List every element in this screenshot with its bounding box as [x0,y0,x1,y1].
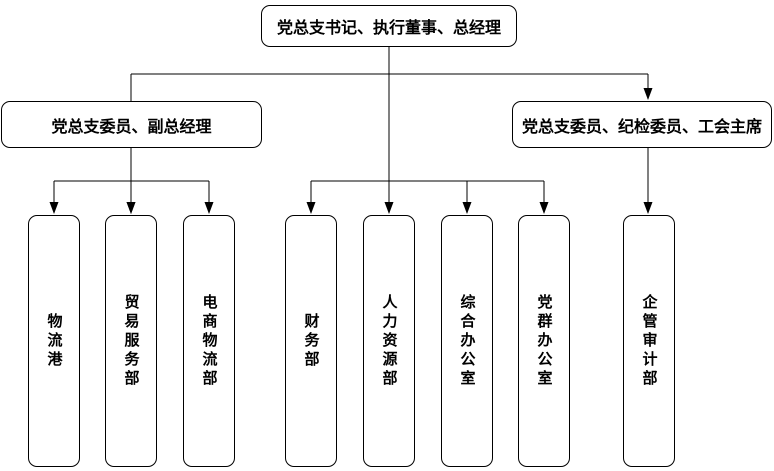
node-dept-trade-service: 贸易服务部 [105,215,157,467]
node-dept-label: 企管审计部 [640,293,658,389]
node-dept-label: 综合办公室 [458,293,476,389]
node-dept-label: 人力资源部 [380,293,398,389]
node-root-label: 党总支书记、执行董事、总经理 [276,20,501,37]
node-dept-logistics-port: 物流港 [28,215,80,467]
node-branch-left-label: 党总支委员、副总经理 [51,118,212,136]
node-dept-label: 贸易服务部 [122,293,140,389]
node-dept-label: 物流港 [45,312,63,370]
node-branch-right-label: 党总支委员、纪检委员、工会主席 [521,118,762,136]
node-dept-label: 财务部 [302,312,320,370]
node-root: 党总支书记、执行董事、总经理 [261,5,517,47]
node-branch-right: 党总支委员、纪检委员、工会主席 [512,101,772,148]
node-dept-party-mass-office: 党群办公室 [518,215,570,467]
node-dept-label: 党群办公室 [535,293,553,389]
node-branch-left: 党总支委员、副总经理 [1,101,262,148]
node-dept-audit: 企管审计部 [623,215,675,467]
node-dept-human-resources: 人力资源部 [363,215,415,467]
node-dept-label: 电商物流部 [200,293,218,389]
node-dept-general-office: 综合办公室 [441,215,493,467]
node-dept-finance: 财务部 [285,215,337,467]
node-dept-ecommerce-logistics: 电商物流部 [183,215,235,467]
